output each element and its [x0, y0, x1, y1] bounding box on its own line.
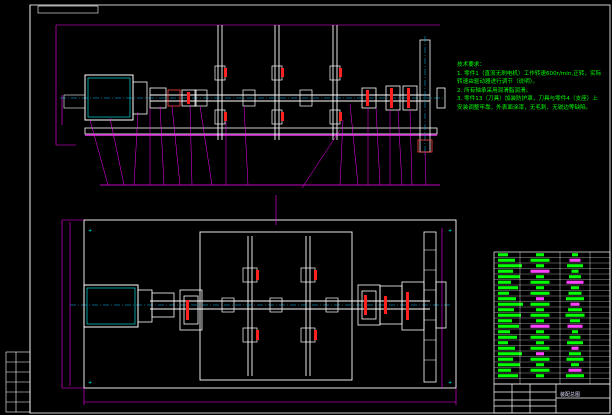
parts-row-material — [530, 313, 550, 317]
parts-row-name — [498, 297, 516, 301]
parts-row-material — [530, 324, 550, 328]
parts-row-qty — [566, 297, 584, 301]
parts-row-material — [536, 275, 544, 279]
parts-row-qty — [565, 313, 585, 317]
parts-row-qty — [570, 319, 580, 323]
parts-row-name — [498, 346, 515, 350]
parts-row-qty — [566, 357, 584, 361]
title-block — [493, 383, 611, 414]
technical-notes: 技术要求： 1. 零件1（直流无刷电机）工作转速600r/min,正转，实际 转… — [457, 61, 609, 113]
parts-row-qty — [571, 286, 579, 290]
title-block-title: 装配总图 — [560, 392, 581, 398]
parts-row-material — [530, 368, 550, 372]
parts-row-qty — [571, 346, 579, 350]
parts-row-name — [498, 374, 518, 378]
notes-line-5: 安装调整牢靠，外表面涂漆，无毛刺、无锐边等缺陷。 — [457, 104, 592, 111]
side-stamp-block — [5, 351, 31, 413]
notes-line-4: 3. 零件13（刀具）加装防护罩，刀具与零件4（支座）上 — [457, 96, 598, 103]
parts-row-material — [536, 264, 544, 268]
parts-row-name — [498, 330, 510, 334]
parts-row-material — [530, 291, 550, 295]
parts-row-material — [536, 374, 544, 378]
parts-row-material — [530, 269, 550, 273]
parts-row-qty — [569, 275, 581, 279]
parts-row-qty — [570, 302, 580, 306]
parts-row-qty — [568, 368, 582, 372]
parts-row-material — [536, 330, 544, 334]
parts-row-material — [530, 302, 550, 306]
parts-row-name — [498, 269, 513, 273]
parts-row-name — [498, 341, 508, 345]
parts-list-table — [493, 251, 611, 385]
parts-row-name — [498, 324, 519, 328]
parts-row-material — [530, 280, 550, 284]
parts-row-material — [536, 319, 544, 323]
motor-plan — [83, 284, 175, 328]
parts-row-material — [536, 363, 544, 367]
svg-text:+: + — [88, 380, 92, 386]
svg-text:+: + — [448, 380, 452, 386]
plan-view: + + + + — [61, 195, 457, 405]
parts-row-qty — [571, 269, 579, 273]
parts-row-material — [530, 258, 550, 262]
parts-row-qty — [567, 264, 583, 268]
front-view — [55, 24, 446, 189]
parts-row-name — [498, 275, 520, 279]
parts-row-qty — [566, 280, 584, 284]
svg-text:+: + — [448, 228, 452, 234]
drawing-frame — [29, 4, 611, 414]
parts-row-qty — [567, 341, 583, 345]
parts-row-qty — [571, 363, 579, 367]
parts-row-qty — [572, 330, 578, 334]
parts-row-name — [498, 319, 512, 323]
top-label-box — [37, 5, 99, 14]
parts-row-material — [536, 341, 544, 345]
parts-row-material — [536, 308, 544, 312]
parts-row-material — [536, 352, 544, 356]
notes-line-3: 2. 所有轴承采用润滑脂润滑。 — [457, 87, 532, 94]
parts-row-name — [498, 335, 517, 339]
parts-row-qty — [572, 253, 578, 257]
parts-row-material — [536, 253, 544, 257]
parts-row-qty — [566, 374, 584, 378]
parts-row-name — [498, 258, 515, 262]
parts-row-name — [498, 286, 518, 290]
parts-row-name — [498, 357, 513, 361]
parts-row-material — [536, 297, 544, 301]
parts-row-material — [536, 286, 544, 290]
parts-row-qty — [568, 308, 582, 312]
parts-row-material — [530, 357, 550, 361]
motor-front — [63, 74, 148, 121]
svg-text:+: + — [88, 228, 92, 234]
parts-row-qty — [568, 291, 582, 295]
parts-row-qty — [567, 324, 583, 328]
notes-line-1: 1. 零件1（直流无刷电机）工作转速600r/min,正转，实际 — [457, 70, 602, 77]
parts-row-qty — [569, 258, 581, 262]
parts-row-qty — [569, 352, 581, 356]
parts-row-material — [530, 335, 550, 339]
parts-row-qty — [569, 335, 581, 339]
parts-row-name — [498, 363, 520, 367]
parts-row-name — [498, 313, 521, 317]
parts-row-name — [498, 352, 522, 356]
parts-row-name — [498, 253, 508, 257]
parts-row-name — [498, 264, 522, 268]
parts-row-name — [498, 302, 523, 306]
notes-title: 技术要求： — [457, 62, 485, 68]
parts-row-name — [498, 280, 511, 284]
parts-row-name — [498, 308, 514, 312]
notes-line-2: 转速由驱动器进行调节（说明）。 — [457, 79, 539, 86]
parts-row-name — [498, 291, 509, 295]
parts-row-material — [530, 346, 550, 350]
parts-row-name — [498, 368, 511, 372]
